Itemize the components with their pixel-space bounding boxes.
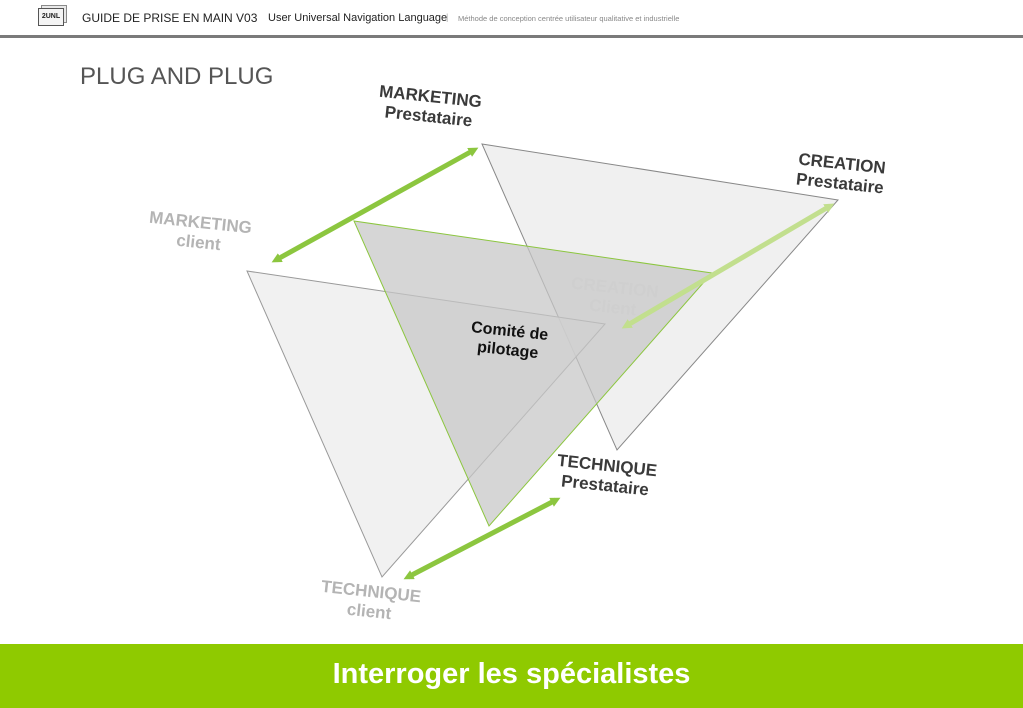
page-title: PLUG AND PLUG bbox=[80, 63, 274, 90]
marketing-arrow bbox=[271, 147, 479, 263]
plug-diagram: MARKETING Prestataire CREATION Prestatai… bbox=[0, 40, 1023, 640]
unl-logo-icon: 2UNL bbox=[38, 5, 67, 26]
technique-arrow bbox=[403, 497, 561, 580]
creation-arrow bbox=[621, 203, 835, 329]
footer-text: Interroger les spécialistes bbox=[332, 658, 691, 690]
header-divider bbox=[0, 35, 1023, 38]
logo-front-card: 2UNL bbox=[38, 8, 64, 26]
label-comite-pilotage: Comité de pilotage bbox=[468, 318, 549, 364]
unl-title: User Universal Navigation Language bbox=[268, 12, 448, 24]
diagram-canvas bbox=[246, 143, 839, 580]
guide-title: GUIDE DE PRISE EN MAIN V03 bbox=[82, 11, 258, 25]
header-bar: 2UNL GUIDE DE PRISE EN MAIN V03 User Uni… bbox=[0, 0, 1023, 38]
footer-banner: Interroger les spécialistes bbox=[0, 644, 1023, 708]
header-subtitle: Méthode de conception centrée utilisateu… bbox=[458, 14, 680, 23]
header-separator: | bbox=[446, 12, 449, 22]
